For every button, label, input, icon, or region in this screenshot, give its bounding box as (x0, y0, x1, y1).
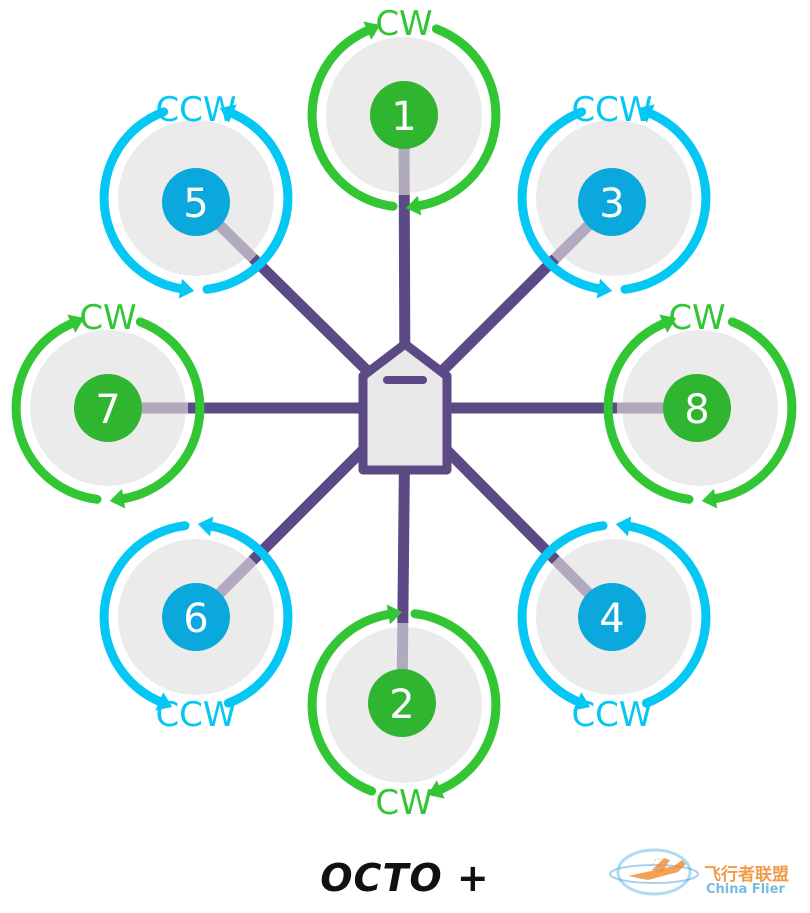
motor-2-direction-label: CW (375, 783, 432, 823)
motor-7-badge (74, 374, 142, 442)
motor-7-rotation-arc-a (114, 317, 205, 504)
motor-1-rotation-arc-a (410, 24, 501, 211)
motor-4-direction-label: CCW (571, 695, 652, 735)
motor-5-number: 5 (183, 181, 208, 227)
motor-3-number: 3 (599, 181, 624, 227)
motor-2-arrow-icon (386, 604, 403, 625)
motor-2-badge (368, 669, 436, 737)
motor-1-number: 1 (391, 94, 416, 140)
motor-7-arrow-icon (67, 314, 85, 333)
motor-7: 7 CW (11, 298, 205, 509)
motor-6-arrow-icon (197, 516, 214, 537)
motor-2-rotation-arc-a (307, 609, 398, 796)
motor-1-direction-label: CW (375, 4, 432, 44)
hub-body (358, 339, 452, 475)
motor-6-rotation-arc-a (99, 521, 190, 708)
motor-4-arrow-icon (573, 692, 591, 711)
motor-7-arrow-icon (109, 488, 126, 509)
motor-6-direction-label: CCW (155, 695, 236, 735)
motor-7-number: 7 (95, 387, 120, 433)
motor-7-rotation-arc-b (11, 317, 102, 504)
motor-6-arrow-icon (155, 692, 173, 711)
motor-8-direction-label: CW (668, 298, 725, 338)
frame-type-caption: OCTO + (320, 856, 490, 900)
motor-2-rotation-arc-b (410, 609, 501, 796)
motor-5: 5 CCW (99, 90, 293, 299)
watermark: ◌ 飞行者联盟 China Flier (608, 838, 808, 904)
motor-4-number: 4 (599, 596, 624, 642)
motor-1-badge (370, 81, 438, 149)
motor-8-rotation-arc-a (706, 317, 797, 504)
motor-3-rotation-arc-b (517, 107, 608, 294)
motor-6-number: 6 (183, 596, 208, 642)
motor-5-direction-label: CCW (155, 90, 236, 130)
motor-6-rotation-arc-b (202, 521, 293, 708)
wechat-icon: ◌ (652, 854, 666, 872)
motor-1-arrow-icon (363, 21, 381, 40)
motor-8-arrow-icon (659, 314, 677, 333)
motor-1: 1 CW (307, 4, 501, 216)
motor-4-arrow-icon (615, 516, 632, 537)
motor-7-direction-label: CW (79, 298, 136, 338)
watermark-subtitle: China Flier (706, 882, 785, 897)
motor-2-arrow-icon (427, 780, 445, 799)
motor-2-number: 2 (389, 682, 414, 728)
motor-4-rotation-arc-a (517, 521, 608, 708)
motor-4-badge (578, 583, 646, 651)
motor-3-rotation-arc-a (620, 107, 711, 294)
motor-6-badge (162, 583, 230, 651)
motor-5-arrow-icon (178, 278, 195, 299)
motor-3-arrow-icon (596, 278, 613, 299)
motor-3: 3 CCW (517, 90, 711, 299)
motor-3-badge (578, 168, 646, 236)
motor-3-arrow-icon (637, 104, 655, 123)
motor-2: 2CW (307, 604, 501, 823)
motor-8-number: 8 (684, 387, 709, 433)
motor-5-arrow-icon (219, 104, 237, 123)
china-flier-logo-icon (609, 848, 699, 896)
watermark-title: 飞行者联盟 (704, 865, 789, 885)
motor-5-rotation-arc-a (202, 107, 293, 294)
motor-1-arrow-icon (405, 195, 422, 216)
flight-controller-hub (358, 339, 452, 475)
motor-5-rotation-arc-b (99, 107, 190, 294)
motor-5-badge (162, 168, 230, 236)
motor-1-rotation-arc-b (307, 24, 398, 211)
motor-8-arrow-icon (701, 488, 718, 509)
motor-4-rotation-arc-b (620, 521, 711, 708)
motor-3-direction-label: CCW (571, 90, 652, 130)
motor-8: 8 CW (603, 298, 797, 509)
motor-8-rotation-arc-b (603, 317, 694, 504)
motor-8-badge (663, 374, 731, 442)
